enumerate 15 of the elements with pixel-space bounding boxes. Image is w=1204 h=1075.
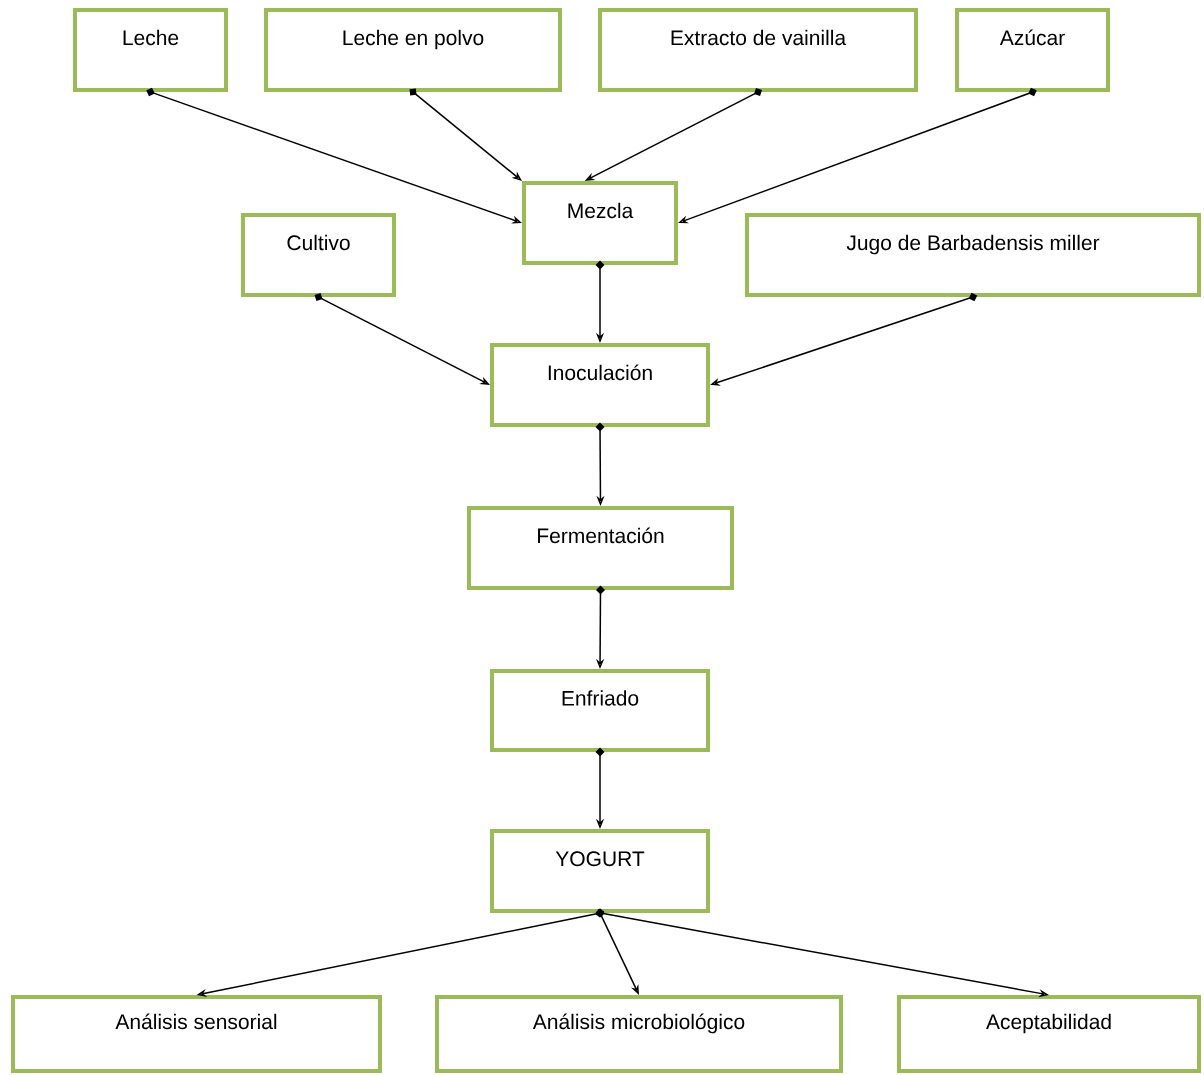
process-box: Leche en polvo: [264, 8, 562, 92]
process-box: Fermentación: [467, 506, 734, 590]
process-box: Cultivo: [241, 213, 396, 297]
arrow: [409, 88, 522, 181]
process-box: Mezcla: [522, 181, 678, 265]
process-box: Aceptabilidad: [897, 995, 1201, 1073]
process-box: Análisis sensorial: [11, 995, 382, 1073]
process-box: Azúcar: [955, 8, 1110, 92]
process-box: Enfriado: [490, 669, 710, 752]
process-box: Extracto de vainilla: [598, 8, 918, 92]
process-box: Inoculación: [490, 343, 710, 427]
process-box: Leche: [73, 8, 228, 92]
process-box: YOGURT: [490, 829, 710, 913]
process-box: Análisis microbiológico: [435, 995, 843, 1073]
process-box: Jugo de Barbadensis miller: [745, 213, 1201, 297]
